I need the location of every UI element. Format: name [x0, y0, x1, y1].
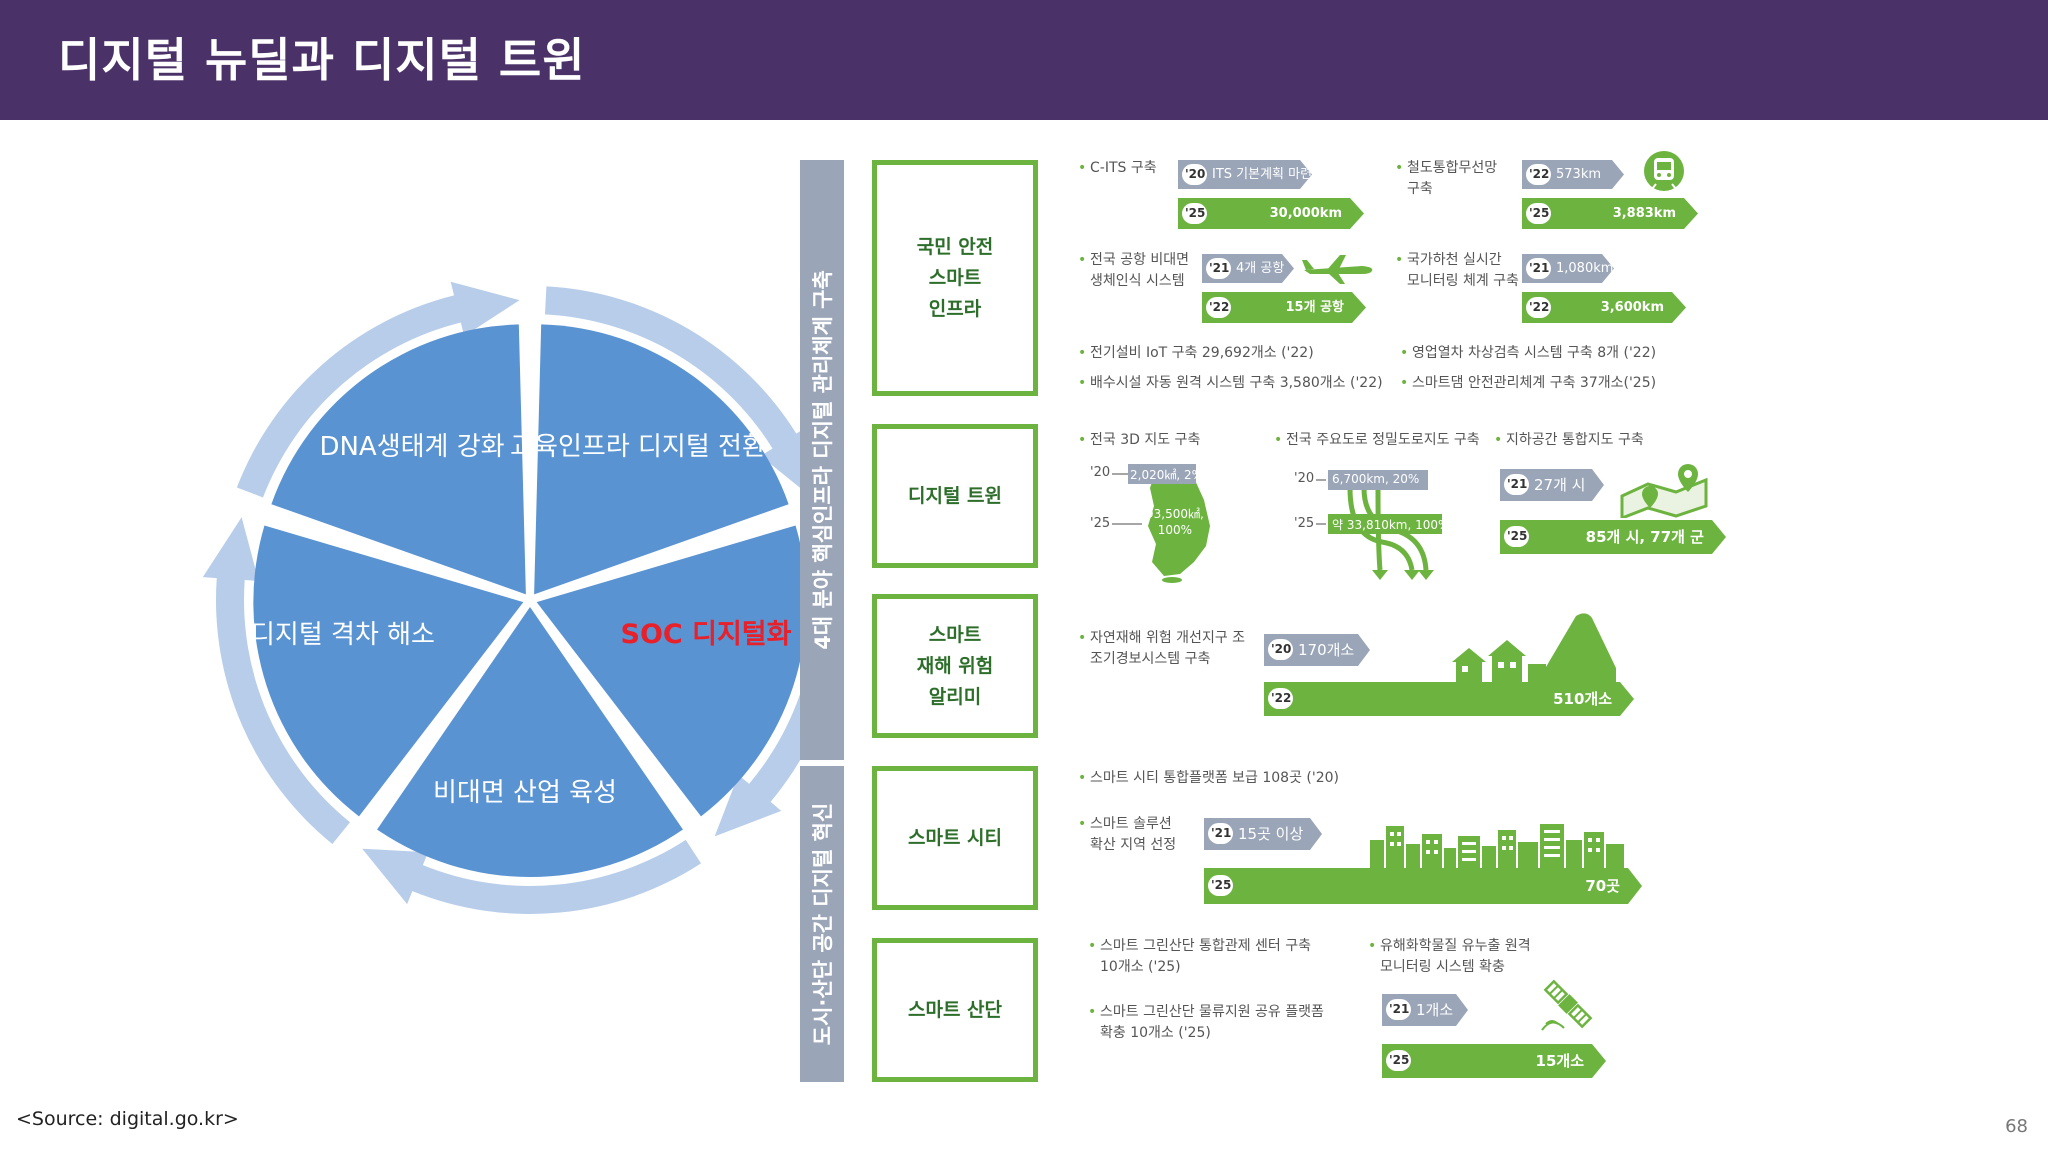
segment-digital-gap	[253, 525, 524, 817]
bullet-iot-electric: 전기설비 IoT 구축 29,692개소 ('22)	[1078, 343, 1314, 364]
category-smart-city: 스마트 시티	[872, 766, 1038, 910]
ring-arrow-3	[714, 524, 810, 837]
map3d-year-start: '20	[1090, 465, 1111, 480]
bullet-river-monitoring: 국가하천 실시간 모니터링 체계 구축	[1395, 250, 1519, 292]
category-smart-industrial: 스마트 산단	[872, 938, 1038, 1082]
ring-arrow-4	[362, 839, 702, 914]
ring-arrow-1	[236, 281, 520, 498]
segment-label-education: 교육인프라 디지털 전환	[510, 432, 766, 462]
category-digital-twin: 디지털 트윈	[872, 424, 1038, 568]
road-year-target: '25	[1294, 516, 1315, 531]
ring-arrow-5	[202, 517, 351, 845]
road-year-start: '20	[1294, 471, 1315, 486]
bullet-disaster-warning: 자연재해 위험 개선지구 조 조기경보시스템 구축	[1078, 628, 1245, 670]
bullet-smart-dam: 스마트댐 안전관리체계 구축 37개소('25)	[1400, 373, 1656, 394]
segment-education	[534, 324, 789, 595]
bullet-control-center: 스마트 그린산단 통합관제 센터 구축 10개소 ('25)	[1088, 936, 1311, 978]
category-disaster-alert: 스마트 재해 위험 알리미	[872, 594, 1038, 738]
digital-new-deal-cycle	[202, 281, 810, 914]
page-title: 디지털 뉴딜과 디지털 트윈	[58, 33, 586, 87]
bullet-precision-road-map: 전국 주요도로 정밀도로지도 구축	[1274, 430, 1480, 451]
segment-dna	[271, 324, 526, 595]
page-number: 68	[2005, 1116, 2028, 1137]
segment-label-untact: 비대면 산업 육성	[433, 778, 617, 808]
train-icon	[1644, 151, 1684, 191]
map-pin-icon	[1620, 464, 1708, 518]
segment-label-digital-gap: 디지털 격차 해소	[251, 620, 435, 650]
landslide-village-icon	[1452, 613, 1616, 684]
category-smart-infra: 국민 안전 스마트 인프라	[872, 160, 1038, 396]
bullet-cits: C-ITS 구축	[1078, 158, 1157, 179]
segment-untact	[377, 607, 683, 877]
side-bar-city-industrial: 도시·산단 공간 디지털 혁신	[800, 766, 844, 1082]
segment-label-soc: SOC 디지털화	[620, 619, 792, 650]
bullet-rail-radio: 철도통합무선망 구축	[1395, 158, 1497, 200]
city-skyline-icon	[1370, 824, 1624, 870]
bullet-airport-biometric: 전국 공항 비대면 생체인식 시스템	[1078, 250, 1189, 292]
source-citation: <Source: digital.go.kr>	[16, 1108, 239, 1130]
map3d-value-target: 93,500㎢, 100%	[1146, 507, 1204, 537]
bullet-train-inspection: 영업열차 차상검측 시스템 구축 8개 ('22)	[1400, 343, 1656, 364]
segment-soc	[536, 525, 807, 817]
road-value-start: 6,700km, 20%	[1332, 472, 1420, 486]
bullet-logistics-platform: 스마트 그린산단 물류지원 공유 플랫폼 확충 10개소 ('25)	[1088, 1002, 1324, 1044]
map3d-value-start: 2,020㎢, 2%	[1130, 468, 1204, 482]
satellite-icon	[1541, 979, 1593, 1031]
road-arrows-icon	[1316, 470, 1442, 580]
segment-label-dna: DNA생태계 강화	[319, 432, 505, 462]
title-bar: 디지털 뉴딜과 디지털 트윈	[0, 0, 2048, 120]
bullet-hazard-monitoring: 유해화학물질 유누출 원격 모니터링 시스템 확충	[1368, 936, 1531, 978]
bullet-drainage-remote: 배수시설 자동 원격 시스템 구축 3,580개소 ('22)	[1078, 373, 1383, 394]
bullet-city-solution: 스마트 솔루션 확산 지역 선정	[1078, 814, 1176, 856]
bullet-underground-map: 지하공간 통합지도 구축	[1494, 430, 1644, 451]
side-bar-core-infra: 4대 분야 핵심인프라 디지털 관리체계 구축	[800, 160, 844, 760]
bullet-city-platform: 스마트 시티 통합플랫폼 보급 108곳 ('20)	[1078, 768, 1339, 789]
airplane-icon	[1302, 255, 1373, 284]
bullet-3d-map: 전국 3D 지도 구축	[1078, 430, 1200, 451]
map3d-year-target: '25	[1090, 516, 1111, 531]
ring-arrow-2	[544, 286, 810, 496]
road-value-target: 약 33,810km, 100%	[1332, 518, 1450, 532]
korea-map-icon	[1112, 464, 1210, 583]
